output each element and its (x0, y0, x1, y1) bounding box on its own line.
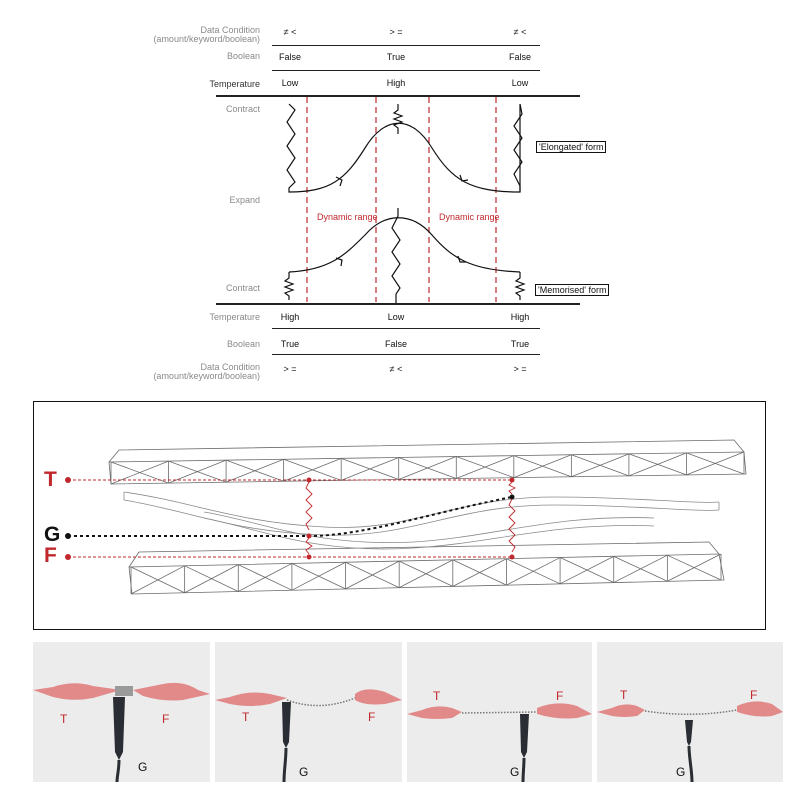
top-boolean-center: True (386, 52, 406, 62)
dynamic-range-right: Dynamic range (439, 212, 500, 222)
bottom-temperature-left: High (280, 312, 300, 322)
dynamic-range-guides (306, 97, 497, 302)
t-label: T (44, 468, 57, 491)
state-diagram (283, 97, 526, 304)
clip-illustration (407, 703, 592, 782)
clip-illustration (597, 701, 783, 782)
clip-illustration (33, 682, 210, 782)
photo-panel-1: T F G (33, 642, 210, 782)
photo-4-f-label: F (750, 688, 758, 702)
contract-label-top: Contract (225, 104, 260, 114)
memorised-curve (288, 217, 521, 273)
top-condition-center: > = (389, 27, 403, 37)
top-temperature-left: Low (281, 78, 299, 88)
truss-panel: T G F (33, 401, 766, 630)
divider (272, 354, 540, 355)
arrow-head (335, 257, 343, 267)
data-condition-label-bottom: Data Condition (amount/keyword/boolean) (60, 363, 260, 381)
photo-panel-3: T F G (407, 642, 592, 782)
arrow-head (457, 255, 466, 263)
bottom-condition-left: > = (283, 364, 297, 374)
center-spring-top (392, 104, 404, 134)
photo-4-t-label: T (620, 688, 628, 702)
photo-2-g-label: G (299, 765, 309, 779)
shape-memory-bands (123, 491, 720, 550)
photo-panel-2: T F G (215, 642, 402, 782)
lower-truss (128, 541, 725, 595)
top-temperature-right: Low (511, 78, 529, 88)
photo-3-g-label: G (510, 765, 520, 779)
memorised-form-tag: 'Memorised' form (535, 284, 610, 296)
data-condition-title: Data Condition (200, 25, 260, 35)
f-label: F (44, 544, 57, 567)
photo-3-f-label: F (556, 689, 564, 703)
data-condition-subtitle: (amount/keyword/boolean) (153, 34, 260, 44)
contract-label-bottom: Contract (225, 283, 260, 293)
top-condition-left: ≠ < (283, 27, 297, 37)
bottom-boolean-center: False (384, 339, 407, 349)
photo-1-t-label: T (60, 712, 68, 726)
boolean-label-top: Boolean (226, 51, 260, 61)
photo-1-f-label: F (162, 712, 170, 726)
temperature-label-top: Temperature (209, 79, 260, 89)
top-condition-right: ≠ < (513, 27, 527, 37)
bottom-boolean-left: True (280, 339, 300, 349)
arrow-head (335, 176, 343, 187)
bottom-condition-center: ≠ < (389, 364, 403, 374)
elongated-form-tag: 'Elongated' form (536, 141, 607, 153)
divider (272, 70, 540, 71)
right-spring-top (513, 103, 523, 192)
wire-lines (65, 477, 517, 560)
dynamic-range-left: Dynamic range (317, 212, 378, 222)
photo-2-t-label: T (242, 710, 250, 724)
data-condition-label-top: Data Condition (amount/keyword/boolean) (60, 26, 260, 44)
expand-label: Expand (229, 195, 260, 205)
photo-4-g-label: G (676, 765, 686, 779)
boolean-label-bottom: Boolean (226, 339, 260, 349)
bottom-boolean-right: True (510, 339, 530, 349)
bottom-temperature-center: Low (387, 312, 405, 322)
truss-drawing (65, 439, 747, 595)
top-boolean-left: False (278, 52, 301, 62)
top-boolean-right: False (508, 52, 531, 62)
divider (272, 45, 540, 46)
data-condition-title: Data Condition (200, 362, 260, 372)
g-label: G (44, 523, 61, 546)
right-spring-bottom (514, 272, 526, 300)
arrow-head (459, 174, 469, 182)
photo-1-g-label: G (138, 760, 148, 774)
data-condition-subtitle: (amount/keyword/boolean) (153, 371, 260, 381)
photo-2-f-label: F (368, 710, 376, 724)
upper-truss (108, 439, 747, 485)
center-spring-bottom (391, 208, 401, 304)
bottom-condition-right: > = (513, 364, 527, 374)
top-thick-divider (216, 95, 580, 97)
bottom-thick-divider (216, 303, 580, 305)
photo-panel-4: T F G (597, 642, 783, 782)
temperature-label-bottom: Temperature (209, 312, 260, 322)
photo-3-t-label: T (433, 689, 441, 703)
bottom-temperature-right: High (510, 312, 530, 322)
top-temperature-center: High (386, 78, 406, 88)
clip-illustration (215, 689, 402, 782)
left-spring-bottom (283, 272, 295, 300)
elongated-curve (286, 103, 521, 193)
divider (272, 328, 540, 329)
